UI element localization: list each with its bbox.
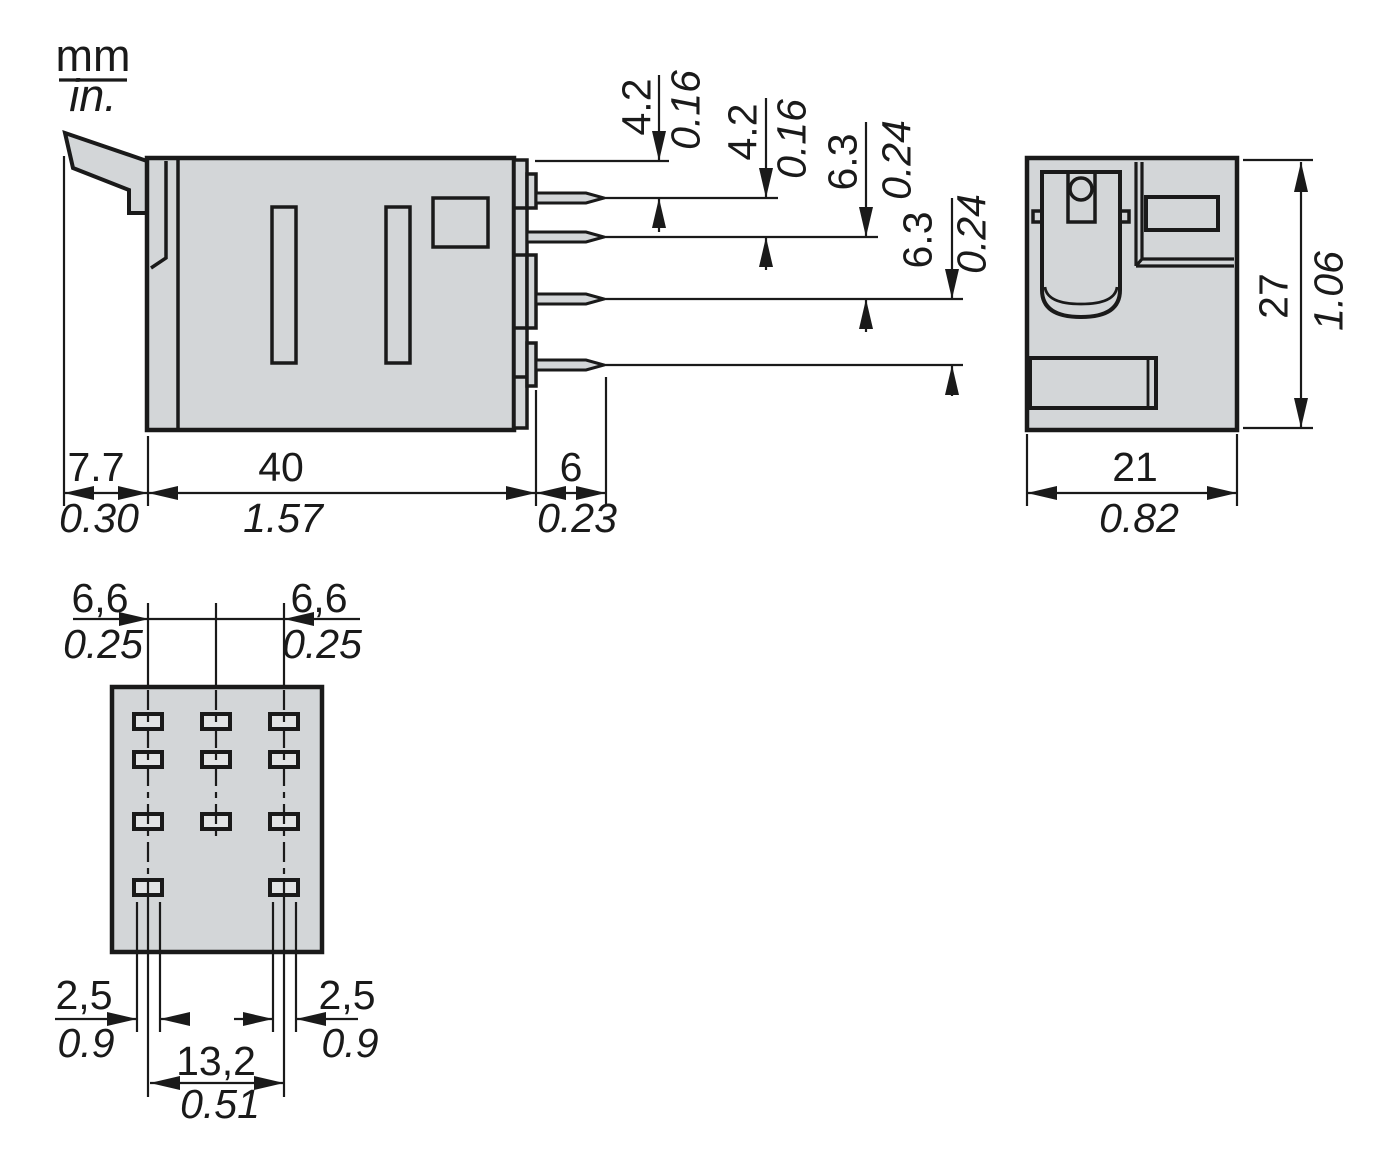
arrowhead-down [652, 131, 666, 161]
center-line-lower [146, 878, 286, 1097]
dim-label-inch: 0.9 [58, 1020, 115, 1066]
side-view-width-dimensions: 7.7 0.30 40 1.57 6 0.23 [59, 156, 617, 541]
dim-label-inch: 0.16 [768, 99, 814, 179]
dim-label-mm: 7.7 [68, 444, 125, 490]
dim-label-mm: 2,5 [319, 972, 376, 1018]
side-view [62, 129, 610, 433]
plunger-tab-left [1031, 209, 1044, 224]
dim-label-inch: 0.23 [537, 495, 617, 541]
unit-inch-label: in. [69, 70, 117, 121]
unit-legend: mm in. [56, 30, 131, 121]
arrowhead-left [148, 486, 178, 500]
arrowhead-up [859, 299, 873, 329]
dim-label-inch: 0.24 [873, 120, 919, 200]
end-view-dimensions: 27 1.06 21 0.82 [1025, 158, 1351, 541]
terminal-strip [512, 158, 529, 430]
center-line-upper [146, 603, 286, 687]
arrowhead-up [1294, 162, 1308, 192]
label-window-bottom [1028, 356, 1158, 410]
dim-label-inch: 0.30 [59, 495, 139, 541]
pin-2 [525, 230, 610, 244]
arrowhead-right [118, 486, 148, 500]
arrowhead-down [1294, 398, 1308, 428]
arrowhead-up [759, 237, 773, 267]
dim-label-mm: 4.2 [613, 79, 659, 136]
arrowhead-left [64, 486, 94, 500]
dim-label-inch: 0.25 [282, 621, 362, 667]
arrowhead-right [254, 1076, 284, 1090]
label-window-top [1144, 195, 1220, 232]
arrowhead-down [859, 207, 873, 237]
bottom-view [109, 603, 325, 1097]
arrowhead-right [243, 1012, 273, 1026]
latch-plunger-inner-arc [1043, 286, 1119, 306]
pin-4 [534, 358, 610, 372]
dim-label-mm: 6 [560, 444, 583, 490]
dim-label-mm: 21 [1112, 444, 1158, 490]
terminal-tab-1 [525, 172, 538, 210]
arrowhead-left [296, 1012, 326, 1026]
dim-label-mm: 13,2 [176, 1038, 256, 1084]
pin-1 [534, 191, 610, 205]
arrowhead-down [945, 269, 959, 299]
arrowhead-right [107, 1012, 137, 1026]
dim-label-mm: 6.3 [819, 134, 865, 191]
dim-label-inch: 1.57 [243, 495, 325, 541]
latch-plunger [1040, 170, 1122, 320]
arrowhead-left [284, 612, 314, 626]
arrowhead-left [536, 486, 566, 500]
arrowhead-left [150, 1076, 180, 1090]
arrowhead-left [1027, 486, 1057, 500]
arrowhead-left [160, 1012, 190, 1026]
arrowhead-right [506, 486, 536, 500]
end-view [1024, 155, 1240, 433]
arrowhead-right [119, 612, 149, 626]
inset-panel-edges [1134, 162, 1234, 268]
arrowhead-right [1207, 486, 1237, 500]
side-view-pin-dimensions: 4.2 0.16 4.2 0.16 6.3 0.24 6.3 0.24 [535, 70, 994, 396]
marking-square [431, 196, 490, 249]
dim-label-inch: 1.06 [1305, 251, 1351, 331]
relay-end-body [1024, 155, 1240, 433]
bottom-view-dimensions: 6,6 0.25 6,6 0.25 2,5 0.9 2,5 0.9 13,2 0… [55, 575, 379, 1127]
plunger-pivot-circle [1068, 176, 1094, 202]
dim-label-inch: 0.9 [322, 1020, 379, 1066]
terminal-tab-2 [525, 253, 538, 330]
arrowhead-right [576, 486, 606, 500]
dim-label-inch: 0.82 [1099, 495, 1179, 541]
dim-label-mm: 6.3 [894, 212, 940, 269]
dim-label-inch: 0.51 [180, 1081, 260, 1127]
center-lines [135, 603, 298, 1097]
vent-slot-left [270, 205, 298, 365]
body-left-groove [150, 161, 168, 270]
arrowhead-up [652, 198, 666, 228]
dim-label-inch: 0.16 [662, 70, 708, 150]
vent-slot-right [384, 205, 412, 365]
pin-3 [534, 292, 610, 306]
test-lever [62, 129, 149, 215]
dim-label-mm: 2,5 [56, 972, 113, 1018]
dim-label-mm: 4.2 [719, 104, 765, 161]
dim-label-mm: 6,6 [72, 575, 129, 621]
dim-label-mm: 40 [258, 444, 304, 490]
arrowhead-down [759, 168, 773, 198]
dim-label-mm: 6,6 [291, 575, 348, 621]
unit-mm-label: mm [56, 30, 131, 81]
arrowhead-up [945, 365, 959, 395]
dim-label-mm: 27 [1250, 273, 1296, 319]
terminal-strip-dividers [514, 206, 527, 379]
plunger-stem [1066, 170, 1097, 224]
dim-label-inch: 0.24 [948, 194, 994, 274]
slot-edge-extension [135, 902, 298, 1032]
dim-label-inch: 0.25 [63, 621, 143, 667]
plunger-tab-right [1118, 209, 1131, 224]
relay-body [144, 155, 517, 433]
